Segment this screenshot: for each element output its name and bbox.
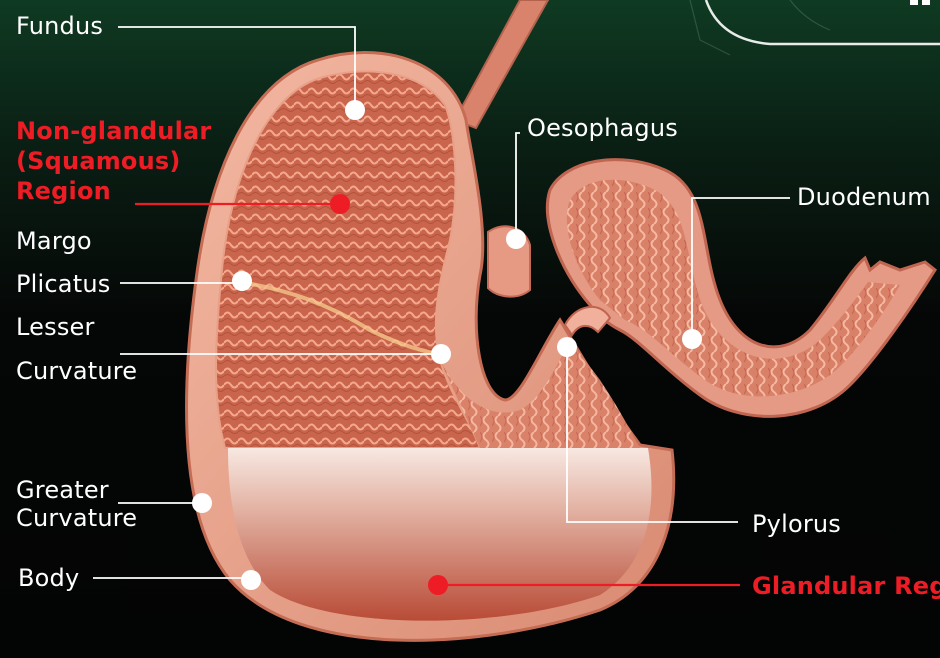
label-glandular-region: Glandular Reg [752,574,940,598]
label-body: Body [18,566,79,590]
oesophagus-tube [455,0,548,128]
marker-lesser-curvature [431,344,451,364]
marker-greater-curvature [192,493,212,513]
marker-fundus [345,100,365,120]
marker-margo-plicatus [232,271,252,291]
inset-mark-2 [922,0,930,5]
label-lesser: Lesser [16,315,95,339]
label-curvature-lesser: Curvature [16,359,137,383]
label-non-glandular-line3: Region [16,176,211,206]
marker-glandular [428,575,448,595]
label-duodenum: Duodenum [797,185,931,209]
inset-frame [706,0,940,44]
label-non-glandular-line1: Non-glandular [16,116,211,146]
label-plicatus: Plicatus [16,272,110,296]
label-oesophagus: Oesophagus [527,116,678,140]
label-pylorus: Pylorus [752,512,841,536]
background-sketch [690,0,830,55]
inset-mark [910,0,918,5]
marker-non-glandular [330,194,350,214]
label-greater: Greater [16,478,109,502]
pylorus-sphincter [565,307,610,335]
label-non-glandular-region: Non-glandular (Squamous) Region [16,116,211,206]
marker-oesophagus [506,229,526,249]
label-margo: Margo [16,229,92,253]
label-non-glandular-line2: (Squamous) [16,146,211,176]
marker-body [241,570,261,590]
label-fundus: Fundus [16,14,103,38]
label-curvature-greater: Curvature [16,506,137,530]
marker-duodenum [682,329,702,349]
marker-pylorus [557,337,577,357]
